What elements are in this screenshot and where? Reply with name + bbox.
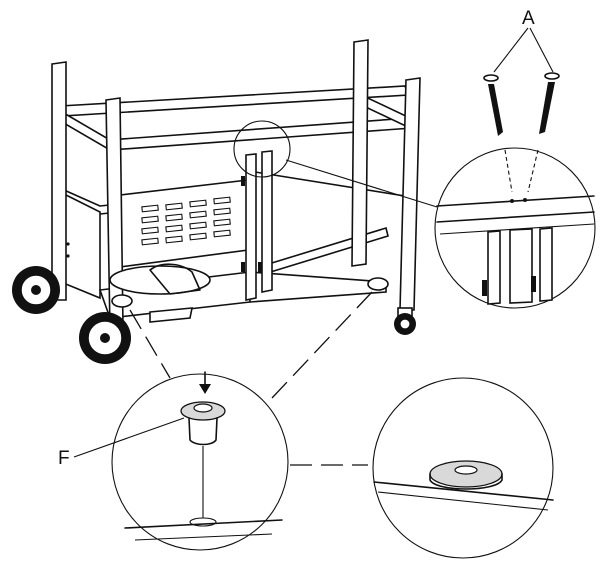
lower-bracket <box>149 307 193 323</box>
vent-slots <box>141 196 231 246</box>
front-right-leg <box>399 77 421 311</box>
front-wheel <box>79 312 131 364</box>
cross-brace <box>261 226 389 276</box>
bushing-spot-left <box>111 294 133 308</box>
screw-left <box>483 74 503 136</box>
detail-leader <box>285 159 438 208</box>
leader-right <box>271 291 373 399</box>
rear-wheel <box>12 266 60 314</box>
detail-circle-top <box>434 147 596 309</box>
caster-wheel <box>394 307 416 335</box>
callout-a: A <box>522 8 535 29</box>
screw-right <box>539 72 560 134</box>
back-left-leg <box>51 61 67 301</box>
bushing-spot-right <box>367 277 389 291</box>
detail-circle-bottom-right <box>372 377 554 559</box>
mid-rail-right <box>254 171 406 197</box>
cart-frame <box>12 39 421 364</box>
left-top-rail <box>61 110 111 152</box>
back-right-leg <box>351 39 369 267</box>
tank-bracket <box>149 263 201 295</box>
detail-circle-bottom-left <box>111 373 289 551</box>
callout-f: F <box>58 448 70 469</box>
screw-detail: A <box>285 8 596 309</box>
center-post-right <box>261 150 273 293</box>
leader-left <box>129 309 171 379</box>
bushing-detail: F <box>58 291 554 559</box>
detail-source-circle <box>233 120 291 178</box>
center-post-left <box>245 153 257 301</box>
